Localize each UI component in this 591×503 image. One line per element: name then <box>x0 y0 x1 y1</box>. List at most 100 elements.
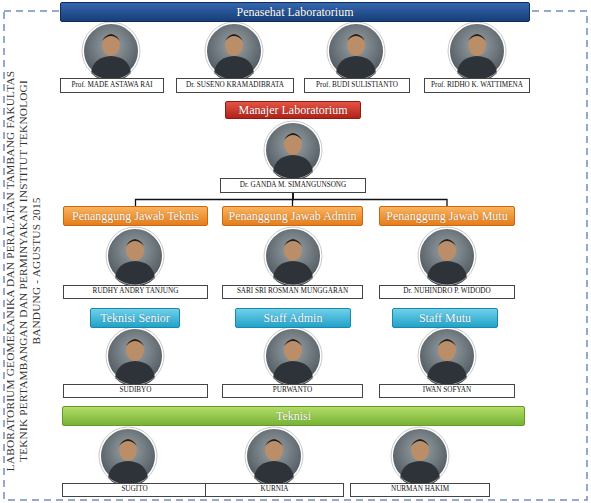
photo-shadow <box>418 327 476 385</box>
name-box: RUDHY ANDRY TANJUNG <box>63 285 208 299</box>
person-name: Dr. NUHINDRO P. WIDODO <box>403 288 491 295</box>
photo-hair <box>438 239 456 246</box>
person-name: Dr. SUSENO KRAMADIBRATA <box>186 82 284 89</box>
role-title: Staff Mutu <box>419 311 471 326</box>
photo-head <box>347 34 365 56</box>
name-box: Prof. MADE ASTAWA RAI <box>60 78 164 93</box>
name-box: SUGITO <box>62 483 207 497</box>
photo-hair <box>225 34 243 41</box>
photo-shadow <box>448 22 506 80</box>
photo-shadow <box>205 22 263 80</box>
photo-head <box>438 339 456 361</box>
photo-hair <box>438 339 456 346</box>
photo-head <box>284 339 302 361</box>
role-band: Staff Admin <box>235 308 351 328</box>
person-name: Prof. RIDHO K. WATTIMENA <box>431 82 523 89</box>
photo-hair <box>284 133 302 140</box>
portrait-photo <box>99 427 157 486</box>
photo-hair <box>284 339 302 346</box>
photo-hair <box>102 34 120 41</box>
person-name: NURMAN HAKIM <box>391 486 449 493</box>
photo-head <box>126 239 144 261</box>
photo-shadow <box>264 327 322 385</box>
photo-body <box>427 361 467 386</box>
photo-body <box>273 361 313 386</box>
photo-head <box>438 239 456 261</box>
person-name: RUDHY ANDRY TANJUNG <box>93 288 179 295</box>
photo-head <box>284 239 302 261</box>
photo-shadow <box>82 22 140 80</box>
photo-hair <box>126 339 144 346</box>
role-band: Manajer Laboratorium <box>225 101 361 119</box>
photo-hair <box>265 439 283 446</box>
role-title: Penasehat Laboratorium <box>237 5 354 20</box>
portrait-photo <box>205 22 263 81</box>
photo-body <box>427 261 467 286</box>
photo-hair <box>126 239 144 246</box>
name-box: PURWANTO <box>222 384 363 398</box>
portrait-photo <box>106 327 164 386</box>
person-name: Prof. MADE ASTAWA RAI <box>71 82 152 89</box>
portrait-photo <box>327 22 385 81</box>
role-band: Penasehat Laboratorium <box>60 2 530 22</box>
role-band: Staff Mutu <box>392 308 498 328</box>
name-box: Dr. SUSENO KRAMADIBRATA <box>176 78 294 93</box>
role-band: Penanggung Jawab Admin <box>222 206 363 226</box>
photo-head <box>284 133 302 155</box>
role-title: Manajer Laboratorium <box>239 103 348 118</box>
person-name: SUGITO <box>121 486 147 493</box>
role-title: Staff Admin <box>264 311 323 326</box>
tree-connector <box>293 193 447 206</box>
portrait-photo <box>245 427 303 486</box>
photo-body <box>273 155 313 180</box>
portrait-photo <box>448 22 506 81</box>
role-band: Penanggung Jawab Mutu <box>379 206 515 226</box>
role-title: Penanggung Jawab Mutu <box>386 209 507 224</box>
person-name: Prof. BUDI SULISTIANTO <box>316 82 398 89</box>
photo-shadow <box>99 427 157 485</box>
photo-head <box>225 34 243 56</box>
photo-hair <box>284 239 302 246</box>
tree-connector <box>136 193 294 206</box>
portrait-photo <box>264 227 322 286</box>
tree-connector <box>292 193 294 206</box>
portrait-photo <box>264 327 322 386</box>
person-name: IWAN SOFYAN <box>423 387 472 394</box>
portrait-photo <box>82 22 140 81</box>
role-title: Penanggung Jawab Teknis <box>72 209 199 224</box>
photo-hair <box>411 439 429 446</box>
dashed-frame <box>4 11 587 500</box>
photo-head <box>102 34 120 56</box>
person-name: Dr. GANDA M. SIMANGUNSONG <box>240 182 346 189</box>
portrait-photo <box>418 327 476 386</box>
name-box: SUDIBYO <box>63 384 208 398</box>
name-box: KURNIA <box>205 483 344 497</box>
photo-body <box>115 361 155 386</box>
name-box: Prof. RIDHO K. WATTIMENA <box>424 78 530 93</box>
name-box: Dr. GANDA M. SIMANGUNSONG <box>220 178 366 193</box>
name-box: Prof. BUDI SULISTIANTO <box>304 78 410 93</box>
portrait-photo <box>418 227 476 286</box>
photo-head <box>468 34 486 56</box>
photo-shadow <box>418 227 476 285</box>
photo-shadow <box>245 427 303 485</box>
photo-shadow <box>264 121 322 179</box>
portrait-photo <box>264 121 322 180</box>
photo-shadow <box>106 227 164 285</box>
photo-body <box>273 261 313 286</box>
photo-head <box>119 439 137 461</box>
photo-head <box>126 339 144 361</box>
person-name: SARI SRI ROSMAN MUNGGARAN <box>237 288 348 295</box>
role-band: Penanggung Jawab Teknis <box>63 206 208 226</box>
name-box: Dr. NUHINDRO P. WIDODO <box>379 285 515 299</box>
person-name: KURNIA <box>261 486 289 493</box>
photo-shadow <box>264 227 322 285</box>
name-box: NURMAN HAKIM <box>350 483 490 497</box>
chart-title: LABORATORIUM GEOMEKANIKA DAN PERALATAN T… <box>4 56 46 486</box>
photo-head <box>411 439 429 461</box>
photo-shadow <box>106 327 164 385</box>
name-box: IWAN SOFYAN <box>379 384 515 398</box>
photo-shadow <box>391 427 449 485</box>
